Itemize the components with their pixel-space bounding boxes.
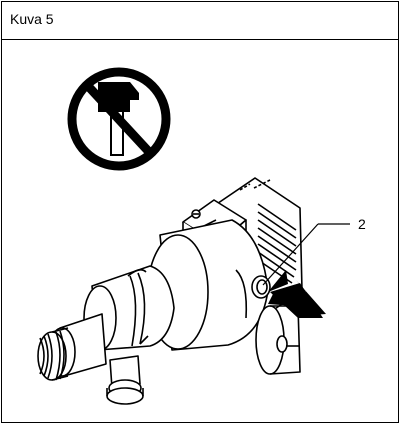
callout-2: 2 — [262, 216, 366, 286]
figure-header: Kuva 5 — [2, 2, 398, 40]
pump-illustration — [37, 177, 303, 405]
outlet-pipe — [106, 355, 144, 405]
no-hammer-icon — [67, 67, 171, 171]
figure-title: Kuva 5 — [10, 11, 54, 27]
flange — [255, 305, 301, 375]
arrow-icon — [268, 270, 326, 318]
vent-screw — [251, 275, 271, 299]
threaded-port — [37, 327, 69, 381]
callout-label: 2 — [358, 216, 366, 232]
